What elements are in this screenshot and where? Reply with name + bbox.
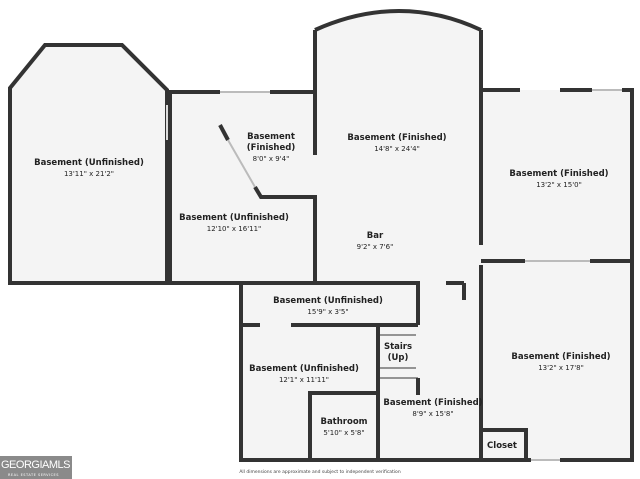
room-label: Stairs(Up) bbox=[383, 342, 413, 363]
wall bbox=[479, 30, 520, 92]
georgia-mls-logo: GEORGIAMLS REAL ESTATE SERVICES bbox=[0, 456, 72, 479]
room-label: Basement(Finished)8'0" x 9'4" bbox=[246, 132, 296, 163]
wall bbox=[560, 88, 634, 462]
closet-wall bbox=[481, 428, 528, 460]
wall bbox=[239, 283, 531, 462]
logo-subtext: REAL ESTATE SERVICES bbox=[8, 473, 59, 477]
logo-text: GEORGIAMLS bbox=[1, 459, 70, 471]
room-label: Basement (Unfinished)12'1" x 11'11" bbox=[249, 364, 359, 384]
room-label: Basement (Finished)14'8" x 24'4" bbox=[347, 133, 447, 153]
disclaimer-note: All dimensions are approximate and subje… bbox=[239, 470, 401, 475]
room-floor bbox=[10, 45, 167, 283]
wall bbox=[253, 185, 317, 283]
wall bbox=[168, 90, 220, 283]
room-label: Closet bbox=[487, 441, 517, 451]
room-label: Basement (Unfinished)12'10" x 16'11" bbox=[179, 213, 289, 233]
room-floor bbox=[170, 10, 632, 460]
stairs-wall bbox=[308, 325, 380, 460]
room-label: Basement (Unfinished)13'11" x 21'2" bbox=[34, 158, 144, 178]
room-label: Basement (Finished)8'9" x 15'8" bbox=[383, 398, 483, 418]
room-label: Basement (Finished)13'2" x 15'0" bbox=[509, 169, 609, 189]
room-label: Basement (Unfinished)15'9" x 3'5" bbox=[273, 296, 383, 316]
room-label: Basement (Finished)13'2" x 17'8" bbox=[511, 352, 611, 372]
wall-arc bbox=[314, 9, 482, 32]
window bbox=[227, 139, 256, 188]
wall bbox=[218, 124, 230, 141]
